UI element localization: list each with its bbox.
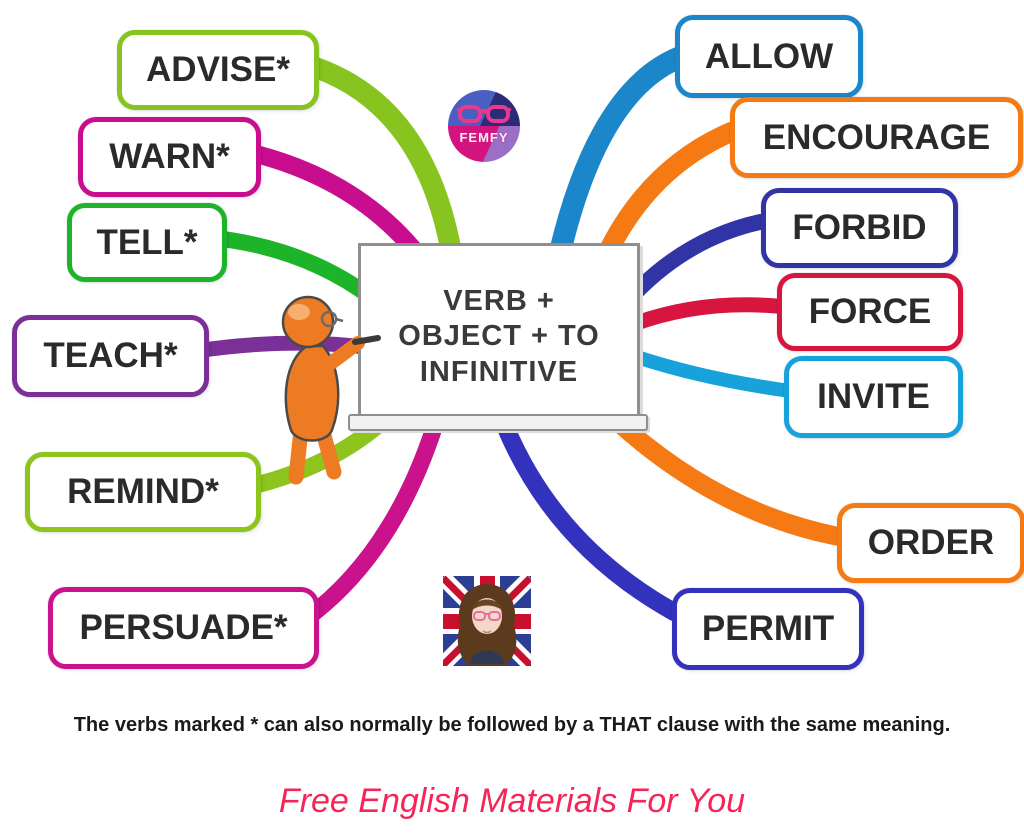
whiteboard-tray bbox=[348, 414, 648, 431]
node-label: INVITE bbox=[817, 377, 930, 416]
node-allow: ALLOW bbox=[675, 15, 863, 98]
node-label: REMIND* bbox=[67, 472, 219, 511]
node-label: PERMIT bbox=[701, 609, 835, 648]
node-forbid: FORBID bbox=[761, 188, 958, 268]
center-topic-board: VERB + OBJECT + TO INFINITIVE bbox=[358, 243, 640, 417]
teacher-portrait bbox=[457, 584, 517, 666]
node-label: WARN* bbox=[109, 137, 230, 176]
branch-invite bbox=[627, 349, 790, 397]
node-teach: TEACH* bbox=[12, 315, 209, 397]
logo-wordmark: FEMFY bbox=[459, 130, 509, 145]
node-persuade: PERSUADE* bbox=[48, 587, 319, 669]
presenter-figure bbox=[281, 295, 381, 485]
branch-allow bbox=[549, 47, 689, 263]
branch-persuade bbox=[298, 419, 443, 627]
node-label: ALLOW bbox=[704, 36, 834, 76]
node-encourage: ENCOURAGE bbox=[730, 97, 1023, 178]
node-label: FORCE bbox=[808, 292, 932, 331]
branch-encourage bbox=[596, 122, 741, 266]
branch-force bbox=[626, 297, 784, 332]
marker-pen-icon bbox=[352, 335, 381, 345]
node-label: ENCOURAGE bbox=[762, 117, 991, 157]
node-remind: REMIND* bbox=[25, 452, 261, 532]
footnote-text: The verbs marked * can also normally be … bbox=[73, 714, 951, 736]
branch-permit bbox=[497, 419, 683, 621]
node-label: TELL* bbox=[96, 222, 198, 262]
footnote: The verbs marked * can also normally be … bbox=[0, 712, 1024, 739]
node-label: PERSUADE* bbox=[79, 608, 288, 647]
node-label: TEACH* bbox=[43, 336, 178, 375]
uk-flag-avatar bbox=[443, 576, 531, 666]
node-label: ORDER bbox=[867, 523, 995, 562]
branch-forbid bbox=[626, 214, 768, 302]
center-topic-title: VERB + OBJECT + TO INFINITIVE bbox=[398, 284, 600, 388]
femfy-logo: FEMFY bbox=[448, 90, 520, 162]
node-warn: WARN* bbox=[78, 117, 261, 197]
node-tell: TELL* bbox=[67, 203, 227, 282]
logo-bottom-half bbox=[448, 126, 520, 162]
node-permit: PERMIT bbox=[672, 588, 864, 670]
node-label: ADVISE* bbox=[146, 50, 290, 89]
node-advise: ADVISE* bbox=[117, 30, 319, 110]
branch-advise bbox=[294, 53, 463, 267]
node-force: FORCE bbox=[777, 273, 963, 351]
site-title: Free English Materials For You bbox=[278, 782, 746, 820]
branch-order bbox=[608, 412, 846, 546]
branch-tell bbox=[206, 230, 380, 306]
node-label: FORBID bbox=[792, 208, 927, 247]
node-invite: INVITE bbox=[784, 356, 963, 438]
node-order: ORDER bbox=[837, 503, 1024, 583]
glasses-icon bbox=[457, 105, 511, 123]
